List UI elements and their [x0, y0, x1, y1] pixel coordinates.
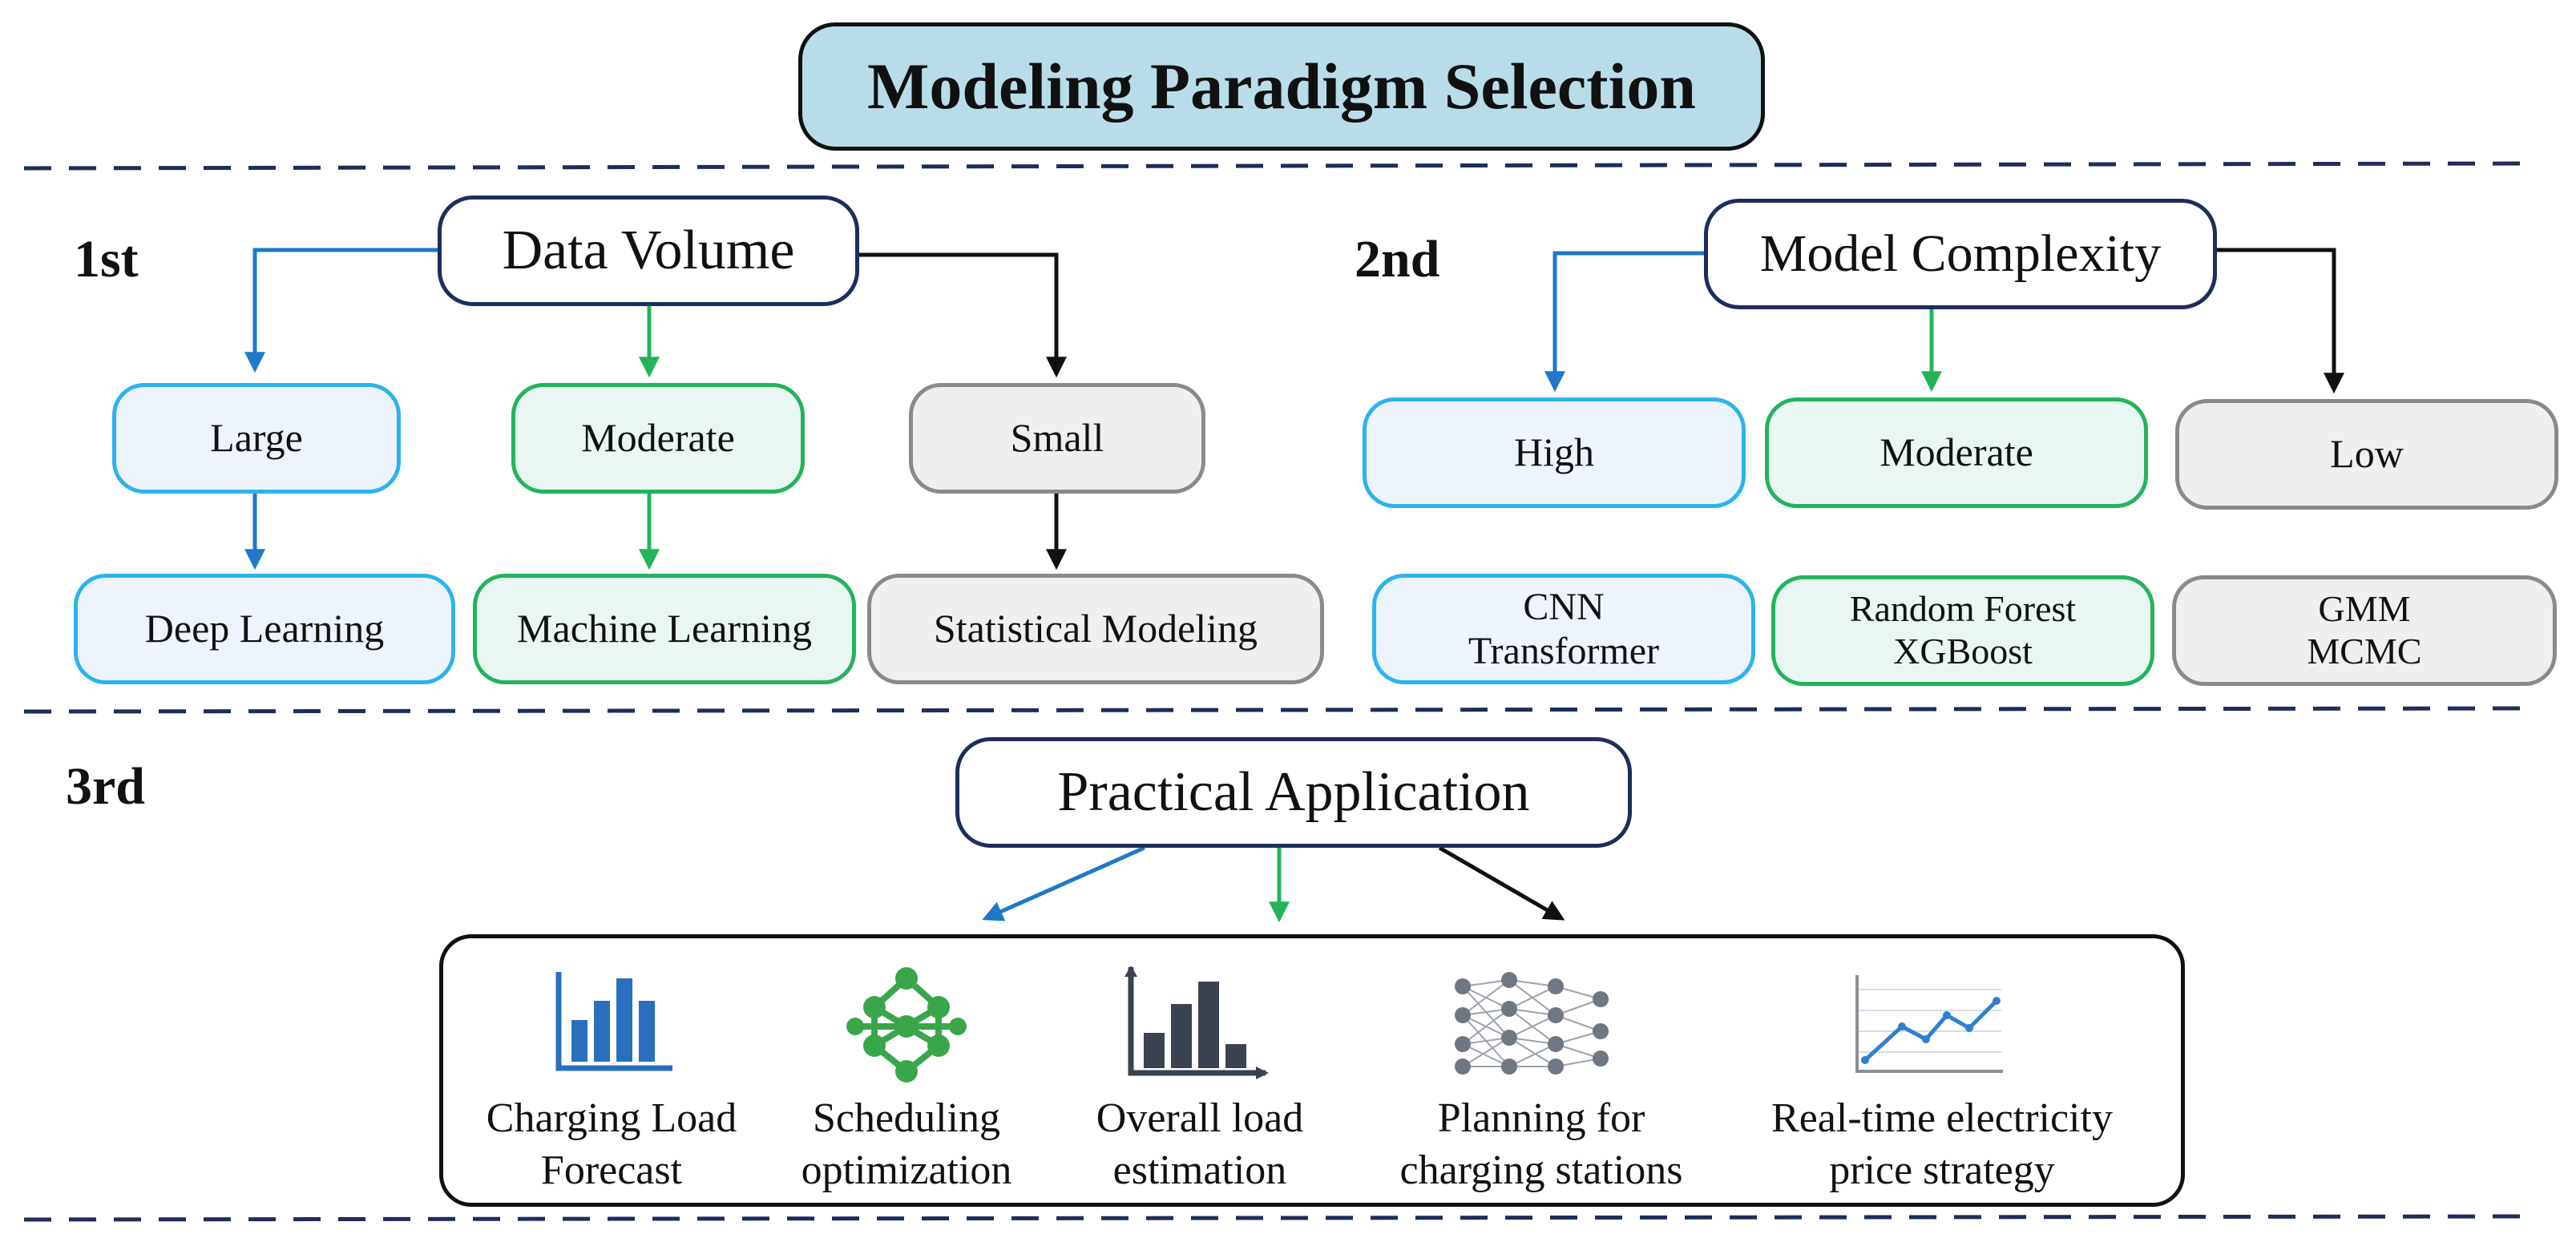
category-high: High — [1363, 397, 1746, 508]
arrow-data-volume-small — [859, 252, 1067, 378]
category-low-label: Low — [2330, 431, 2404, 477]
category-small: Small — [909, 383, 1205, 494]
arrow-data-volume-large — [244, 248, 438, 373]
model-mcmc-label: MCMC — [2307, 631, 2422, 671]
practical-application-node: Practical Application — [955, 737, 1632, 848]
category-small-label: Small — [1010, 415, 1104, 461]
arrow-complexity-low — [2217, 248, 2344, 394]
histogram-icon — [1124, 966, 1269, 1079]
model-machine-learning-label: Machine Learning — [517, 606, 812, 651]
model-statistical-modeling: Statistical Modeling — [867, 574, 1324, 684]
arrow-app-left — [982, 845, 1146, 921]
divider-bottom — [23, 1214, 2526, 1222]
category-high-label: High — [1514, 429, 1594, 475]
app-label-real-time-price-strategy: Real-time electricity price strategy — [1771, 1095, 2113, 1193]
stage-label-second: 2nd — [1355, 230, 1440, 288]
divider-top — [23, 161, 2526, 171]
title-box: Modeling Paradigm Selection — [798, 22, 1765, 151]
app-label-planning-charging-stations: Planning for charging stations — [1399, 1095, 1683, 1193]
practical-application-label: Practical Application — [1057, 760, 1530, 823]
neural-network-icon — [1455, 972, 1609, 1075]
model-gmm-mcmc: GMM MCMC — [2172, 575, 2557, 686]
divider-middle — [23, 706, 2526, 714]
category-low: Low — [2175, 399, 2558, 510]
category-moderate-complexity: Moderate — [1765, 397, 2148, 508]
category-moderate-volume: Moderate — [511, 383, 805, 494]
model-gmm-label: GMM — [2318, 588, 2411, 630]
data-volume-node: Data Volume — [438, 196, 859, 306]
model-statistical-modeling-label: Statistical Modeling — [933, 606, 1258, 651]
arrow-app-right — [1438, 845, 1565, 921]
category-large-label: Large — [210, 415, 303, 461]
category-moderate-complexity-label: Moderate — [1880, 429, 2033, 475]
page-title: Modeling Paradigm Selection — [866, 49, 1696, 123]
model-cnn-label: CNN — [1523, 585, 1605, 628]
model-cnn-transformer: CNN Transformer — [1372, 574, 1755, 684]
data-volume-label: Data Volume — [502, 219, 795, 281]
model-random-forest-xgboost: Random Forest XGBoost — [1771, 575, 2154, 686]
applications-panel: Charging Load Forecast Scheduling optimi… — [439, 934, 2185, 1207]
arrow-complexity-high — [1544, 251, 1704, 393]
model-complexity-label: Model Complexity — [1759, 224, 2162, 284]
app-label-overall-load-estimation: Overall load estimation — [1096, 1095, 1304, 1193]
app-label-charging-load-forecast: Charging Load Forecast — [486, 1095, 737, 1193]
model-complexity-node: Model Complexity — [1704, 199, 2217, 309]
stage-label-third: 3rd — [66, 757, 145, 816]
bar-chart-icon — [555, 972, 672, 1071]
model-transformer-label: Transformer — [1468, 630, 1660, 672]
model-xgboost-label: XGBoost — [1893, 631, 2033, 671]
network-graph-icon — [846, 967, 967, 1083]
model-random-forest-label: Random Forest — [1849, 588, 2077, 630]
category-moderate-volume-label: Moderate — [581, 415, 735, 461]
model-machine-learning: Machine Learning — [473, 574, 856, 684]
stage-label-first: 1st — [74, 230, 139, 288]
category-large: Large — [112, 383, 401, 494]
model-deep-learning-label: Deep Learning — [144, 606, 385, 651]
line-chart-icon — [1855, 975, 2003, 1073]
app-label-scheduling-optimization: Scheduling optimization — [801, 1095, 1012, 1193]
model-deep-learning: Deep Learning — [74, 574, 455, 684]
